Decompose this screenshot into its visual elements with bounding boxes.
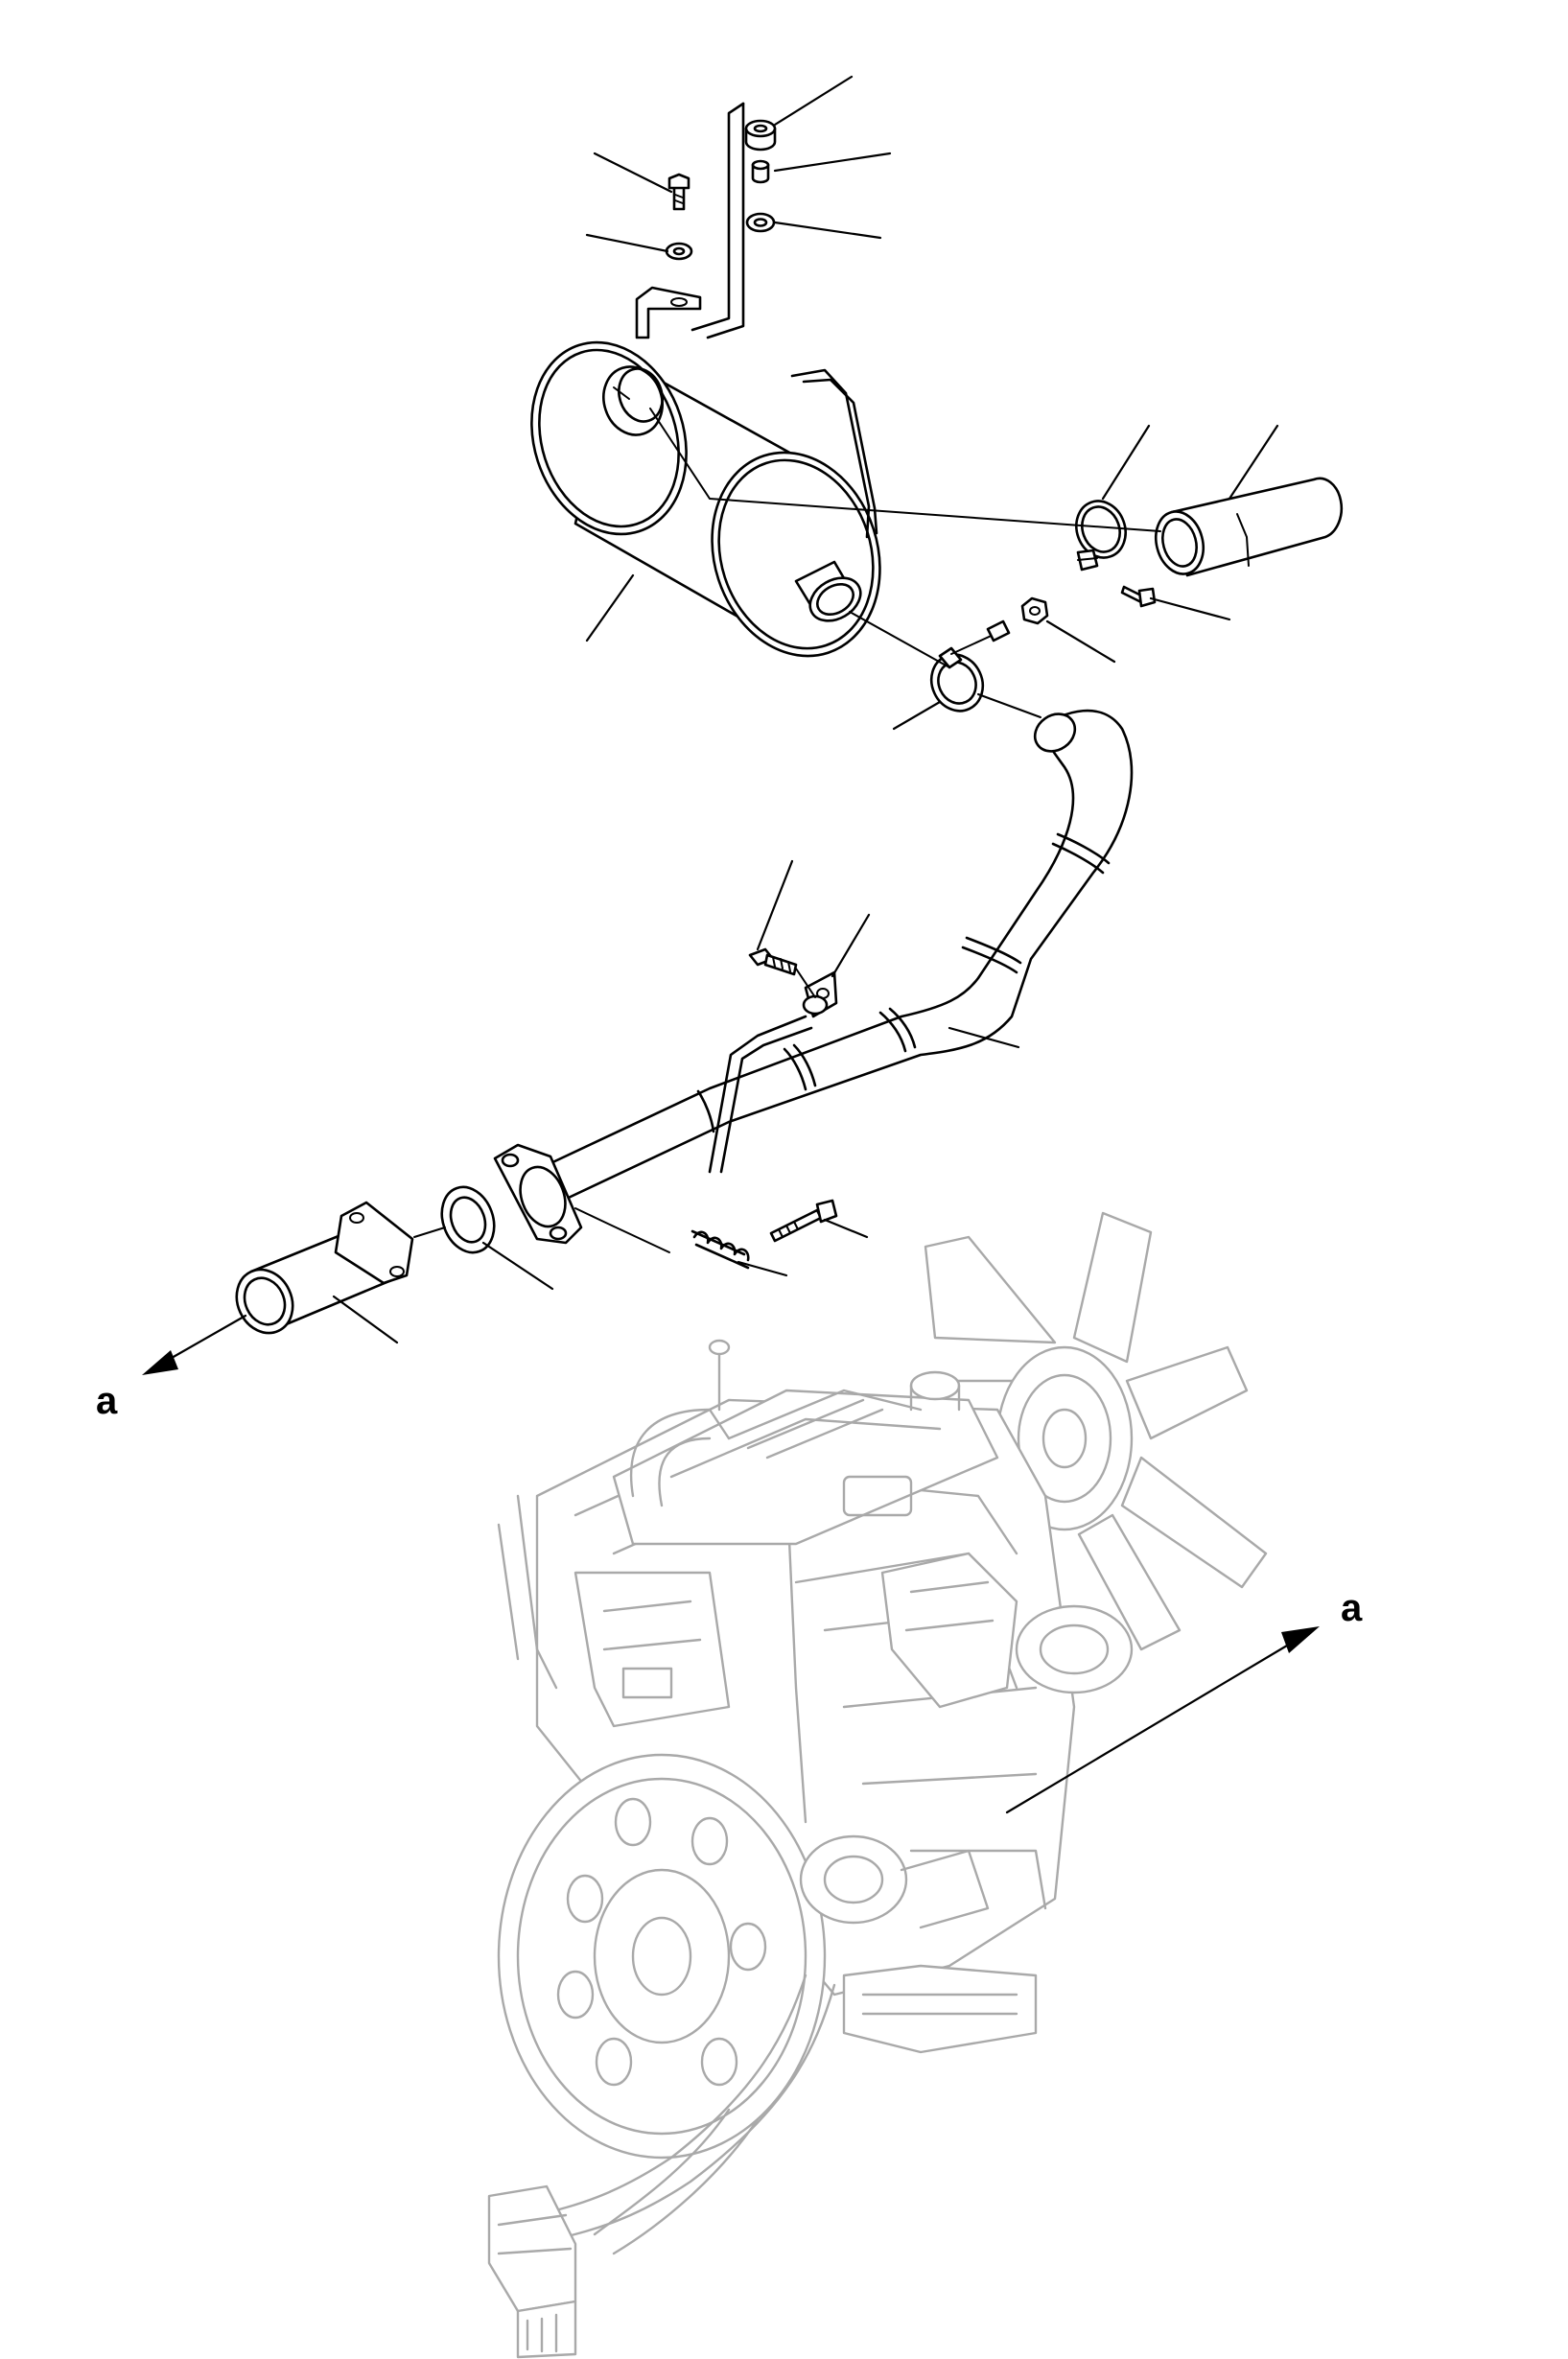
- spacer-collar: [751, 159, 770, 184]
- assembly-line-spring: [574, 1207, 670, 1253]
- sealing-ring: [440, 1185, 496, 1254]
- rubber-mount: [744, 119, 777, 152]
- pipe-flange: [493, 1143, 583, 1245]
- hex-bolt-support: [748, 947, 798, 976]
- reference-arrow-engine: a: [1005, 1587, 1363, 1814]
- assembly-line-tailpipe: [649, 408, 1161, 532]
- turbocharger: [799, 1834, 1038, 2054]
- exhaust-pipe: [545, 709, 1134, 1205]
- muffler-strap: [790, 368, 878, 539]
- muffler: [530, 340, 881, 658]
- flange-stud-bolt: [769, 1199, 838, 1243]
- assembly-line-ring: [413, 1226, 446, 1238]
- flat-washer-top: [745, 212, 776, 233]
- v-band-clamp: [929, 619, 1011, 712]
- tailpipe-clamp: [1075, 500, 1127, 572]
- engine-assembly: [487, 1211, 1268, 2359]
- clamp-screw: [1120, 585, 1157, 608]
- flat-washer-left: [665, 242, 693, 261]
- muffler-top-bracket: [635, 286, 702, 339]
- flange-spring: [690, 1229, 750, 1270]
- turbo-connector-pipe: [235, 1201, 414, 1335]
- arrowhead-icon: [142, 1350, 178, 1375]
- reference-label-a-engine: a: [1341, 1587, 1363, 1629]
- assembly-line-pipe: [977, 693, 1041, 718]
- muffler-hanger-bracket: [690, 102, 745, 339]
- flywheel: [497, 1753, 827, 2160]
- assembly-line-support: [795, 968, 816, 998]
- assembly-line-clamp: [849, 611, 950, 668]
- hex-bolt-top: [667, 173, 690, 211]
- arrowhead-icon: [1281, 1626, 1320, 1653]
- coolant-hoses: [487, 1974, 836, 2359]
- reference-label-a-outlet: a: [96, 1380, 118, 1422]
- callout-leaders: [332, 75, 1279, 1344]
- reference-arrow-outlet: a: [96, 1314, 247, 1422]
- cooling-fan: [924, 1211, 1268, 1651]
- pipe-support-bracket: [708, 970, 838, 1174]
- tailpipe: [1154, 477, 1344, 577]
- hex-nut: [1020, 596, 1049, 625]
